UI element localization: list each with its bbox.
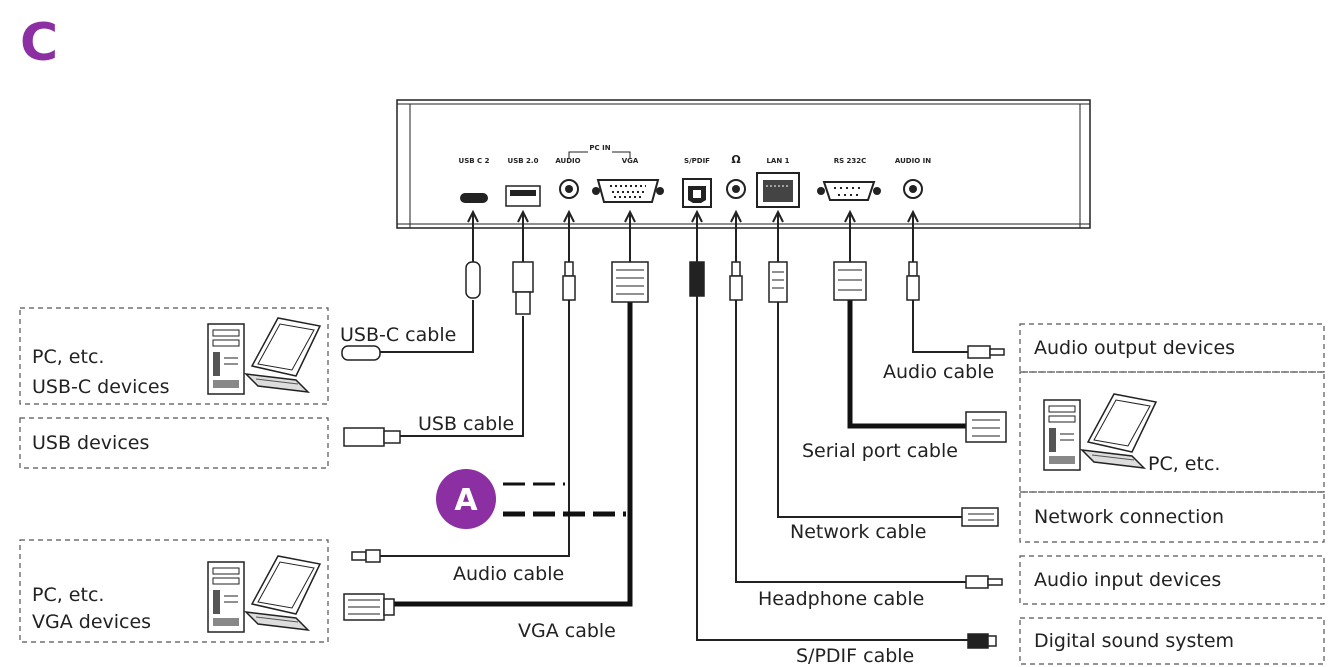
spdif-cable-label: S/PDIF cable bbox=[796, 645, 914, 667]
right-digital-sound-label: Digital sound system bbox=[1034, 630, 1234, 652]
spdif-port-icon bbox=[682, 178, 712, 208]
lan-port-icon bbox=[756, 172, 800, 208]
headphone-port-icon bbox=[726, 179, 746, 199]
audio-in-port-icon bbox=[903, 179, 923, 199]
port-label-usbc: USB C 2 bbox=[459, 157, 490, 165]
marker-a: A bbox=[436, 469, 496, 529]
left-box-usb-devices bbox=[19, 417, 329, 469]
left-box-usbc-devices bbox=[19, 307, 329, 405]
usb-cable-label: USB cable bbox=[418, 413, 514, 435]
left-box3-line2: VGA devices bbox=[32, 611, 151, 633]
port-label-audio: AUDIO bbox=[555, 157, 580, 165]
audio-in-cable-label: Audio cable bbox=[883, 361, 994, 383]
network-cable-label: Network cable bbox=[790, 521, 927, 543]
right-box-audio-output bbox=[1019, 323, 1325, 373]
port-label-audioin: AUDIO IN bbox=[895, 157, 931, 165]
display-rear-panel bbox=[396, 99, 1091, 229]
serial-cable-label: Serial port cable bbox=[802, 440, 958, 462]
left-box2-label: USB devices bbox=[32, 432, 149, 454]
right-box-audio-input bbox=[1019, 555, 1325, 605]
vga-cable-label: VGA cable bbox=[518, 620, 616, 642]
right-box-digital-sound bbox=[1019, 617, 1325, 665]
marker-a-label: A bbox=[454, 483, 478, 518]
usbc-cable-label: USB-C cable bbox=[340, 324, 456, 346]
port-label-lan: LAN 1 bbox=[766, 157, 789, 165]
vga-port-icon bbox=[592, 179, 664, 203]
port-label-headphone: Ω bbox=[731, 153, 741, 166]
right-box-pc bbox=[1019, 371, 1325, 493]
right-pc-label: PC, etc. bbox=[1148, 453, 1220, 475]
port-label-spdif: S/PDIF bbox=[684, 157, 710, 165]
left-box3-line1: PC, etc. bbox=[32, 584, 104, 606]
left-box1-line2: USB-C devices bbox=[32, 376, 169, 398]
right-audio-output-label: Audio output devices bbox=[1034, 337, 1235, 359]
audio-cable-label: Audio cable bbox=[453, 563, 564, 585]
right-audio-input-label: Audio input devices bbox=[1034, 569, 1221, 591]
port-label-rs232: RS 232C bbox=[834, 157, 867, 165]
usbc-port-icon bbox=[460, 193, 488, 203]
left-box-vga-devices bbox=[19, 539, 329, 643]
rs232-port-icon bbox=[817, 181, 881, 201]
audio-port-icon bbox=[559, 179, 579, 199]
usb-port-icon bbox=[505, 185, 541, 207]
port-label-pcin: PC IN bbox=[589, 144, 610, 152]
section-letter: C bbox=[20, 13, 58, 73]
headphone-cable-label: Headphone cable bbox=[758, 588, 924, 610]
right-network-label: Network connection bbox=[1034, 506, 1224, 528]
port-label-vga: VGA bbox=[622, 157, 639, 165]
right-box-network bbox=[1019, 491, 1325, 543]
port-label-usb: USB 2.0 bbox=[508, 157, 539, 165]
left-box1-line1: PC, etc. bbox=[32, 346, 104, 368]
